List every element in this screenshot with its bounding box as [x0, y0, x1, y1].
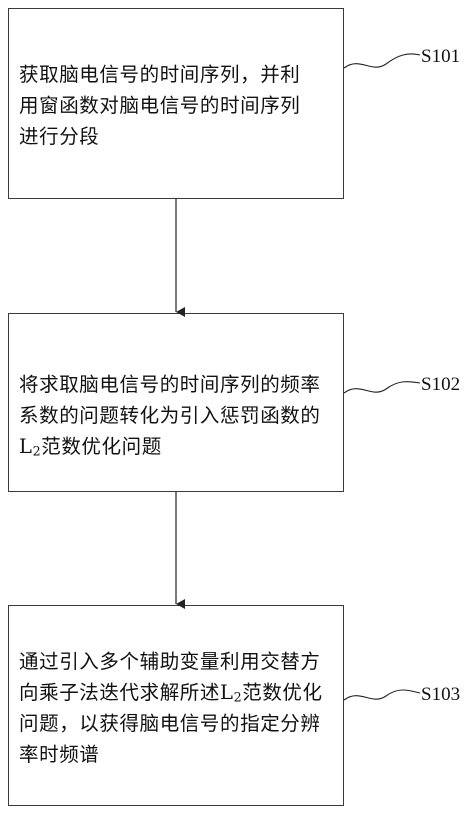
leader-line-s103	[343, 689, 421, 701]
step-label-s101: S101	[421, 46, 461, 67]
step-text-line: 系数的问题转化为引入惩罚函数的	[19, 404, 321, 427]
step-label-s102: S102	[421, 374, 461, 395]
l2-subscript: 2	[233, 689, 243, 705]
step-text-line: 问题，以获得脑电信号的指定分辨	[19, 712, 321, 735]
step-text-s102: 将求取脑电信号的时间序列的频率 系数的问题转化为引入惩罚函数的 L2范数优化问题	[19, 369, 337, 462]
step-text-line: 通过引入多个辅助变量利用交替方	[19, 650, 321, 673]
step-text-fragment: 向乘子法迭代求解所述L	[19, 681, 234, 704]
leader-line-s101	[343, 53, 421, 69]
step-label-s103: S103	[421, 684, 461, 705]
l2-subscript: 2	[32, 443, 42, 459]
l2-symbol: L	[19, 435, 33, 458]
step-text-line: 进行分段	[19, 125, 100, 148]
step-text-line: 将求取脑电信号的时间序列的频率	[19, 373, 321, 396]
step-text-fragment: 范数优化	[242, 681, 323, 704]
step-text-line: 用窗函数对脑电信号的时间序列	[19, 94, 301, 117]
step-box-s101: 获取脑电信号的时间序列，并利 用窗函数对脑电信号的时间序列 进行分段	[8, 8, 344, 199]
step-text-line: 获取脑电信号的时间序列，并利	[19, 63, 301, 86]
step-text-line: L2范数优化问题	[19, 431, 337, 462]
step-text-s101: 获取脑电信号的时间序列，并利 用窗函数对脑电信号的时间序列 进行分段	[19, 59, 337, 152]
leader-line-s102	[343, 381, 421, 394]
step-text-s103: 通过引入多个辅助变量利用交替方 向乘子法迭代求解所述L2范数优化 问题，以获得脑…	[19, 646, 337, 770]
step-box-s103: 通过引入多个辅助变量利用交替方 向乘子法迭代求解所述L2范数优化 问题，以获得脑…	[8, 605, 344, 806]
step-text-line: 向乘子法迭代求解所述L2范数优化	[19, 677, 337, 708]
step-text-line: 率时频谱	[19, 743, 100, 766]
step-box-s102: 将求取脑电信号的时间序列的频率 系数的问题转化为引入惩罚函数的 L2范数优化问题	[8, 313, 344, 492]
step-text-fragment: 范数优化问题	[41, 435, 162, 458]
